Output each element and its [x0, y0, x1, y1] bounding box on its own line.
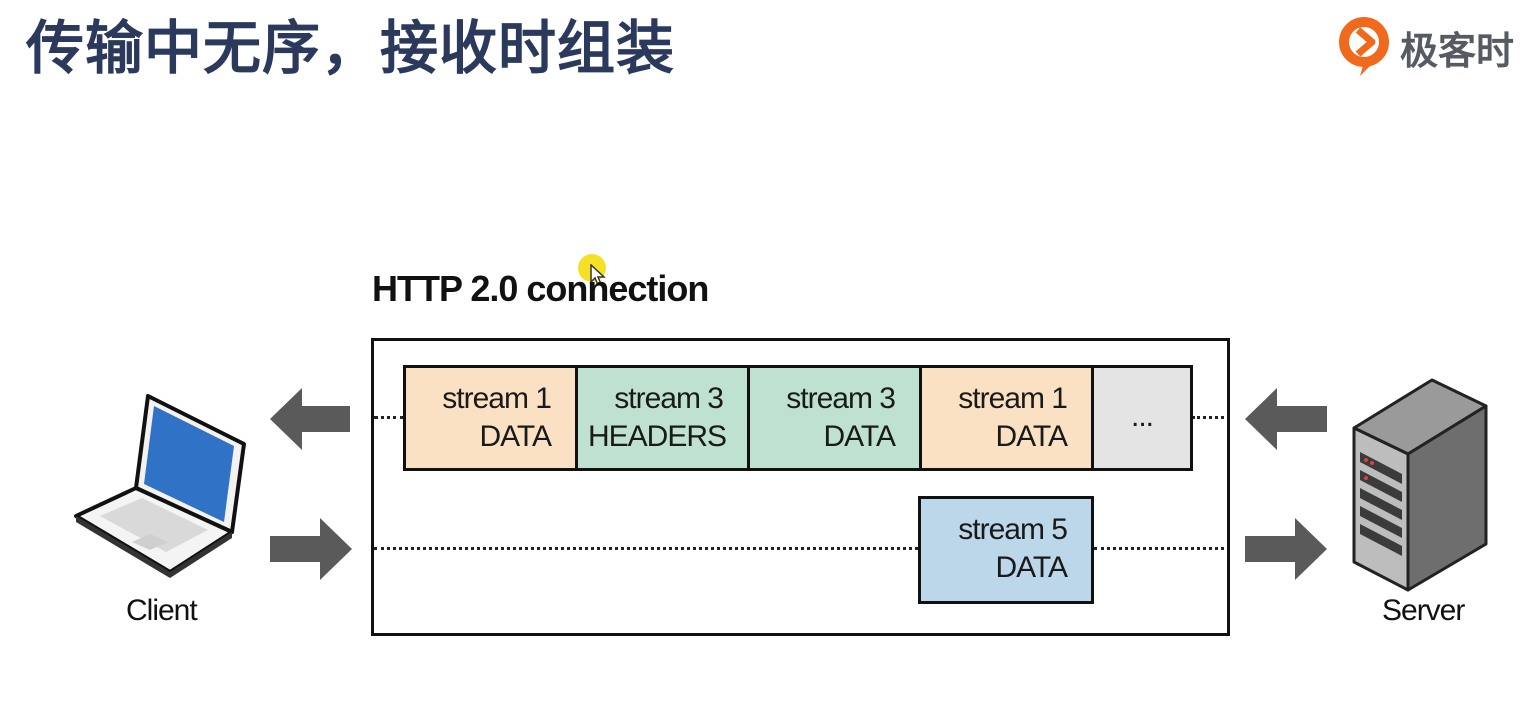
top-row-frames: stream 1 DATA stream 3 HEADERS stream 3 …	[403, 365, 1193, 471]
brand-name: 极客时	[1400, 28, 1515, 73]
client-label: Client	[126, 594, 198, 627]
server-icon	[1352, 378, 1488, 592]
frame-type-label: DATA	[823, 420, 896, 453]
frame-stream-label: stream 1	[958, 382, 1068, 415]
frame-ellipsis: ...	[1094, 368, 1190, 468]
arrow-left-client-top-icon	[270, 388, 350, 450]
arrow-left-server-top-icon	[1245, 388, 1327, 450]
bottom-row-line-right	[1094, 547, 1224, 550]
frame-ellipsis-label: ...	[1130, 400, 1154, 433]
frame-type-label: HEADERS	[588, 420, 727, 453]
brand: 极客时	[1338, 16, 1514, 78]
frame-stream-label: stream 1	[442, 382, 552, 415]
top-row-line-left	[374, 416, 404, 419]
frame-type-label: DATA	[479, 420, 552, 453]
frame-stream5-data: stream 5 DATA	[918, 496, 1094, 604]
frame-stream-label: stream 5	[958, 513, 1068, 546]
frame-stream3-data: stream 3 DATA	[750, 368, 919, 468]
mouse-cursor-icon	[590, 264, 606, 286]
frame-type-label: DATA	[995, 551, 1068, 584]
frame-stream1-data-2: stream 1 DATA	[922, 368, 1091, 468]
geektime-logo-icon	[1339, 17, 1389, 76]
arrow-right-client-bottom-icon	[270, 518, 352, 580]
frame-type-label: DATA	[995, 420, 1068, 453]
server-label: Server	[1382, 594, 1465, 627]
laptop-icon	[74, 394, 246, 578]
arrow-right-server-bottom-icon	[1245, 518, 1327, 580]
frame-stream-label: stream 3	[786, 382, 896, 415]
slide-title: 传输中无序，接收时组装	[26, 14, 676, 82]
top-row-line-right	[1192, 416, 1224, 419]
frame-stream-label: stream 3	[614, 382, 724, 415]
frame-stream1-data: stream 1 DATA	[406, 368, 575, 468]
bottom-row-line-left	[374, 547, 918, 550]
connection-title: HTTP 2.0 connection	[372, 268, 709, 309]
frame-stream3-headers: stream 3 HEADERS	[578, 368, 747, 468]
